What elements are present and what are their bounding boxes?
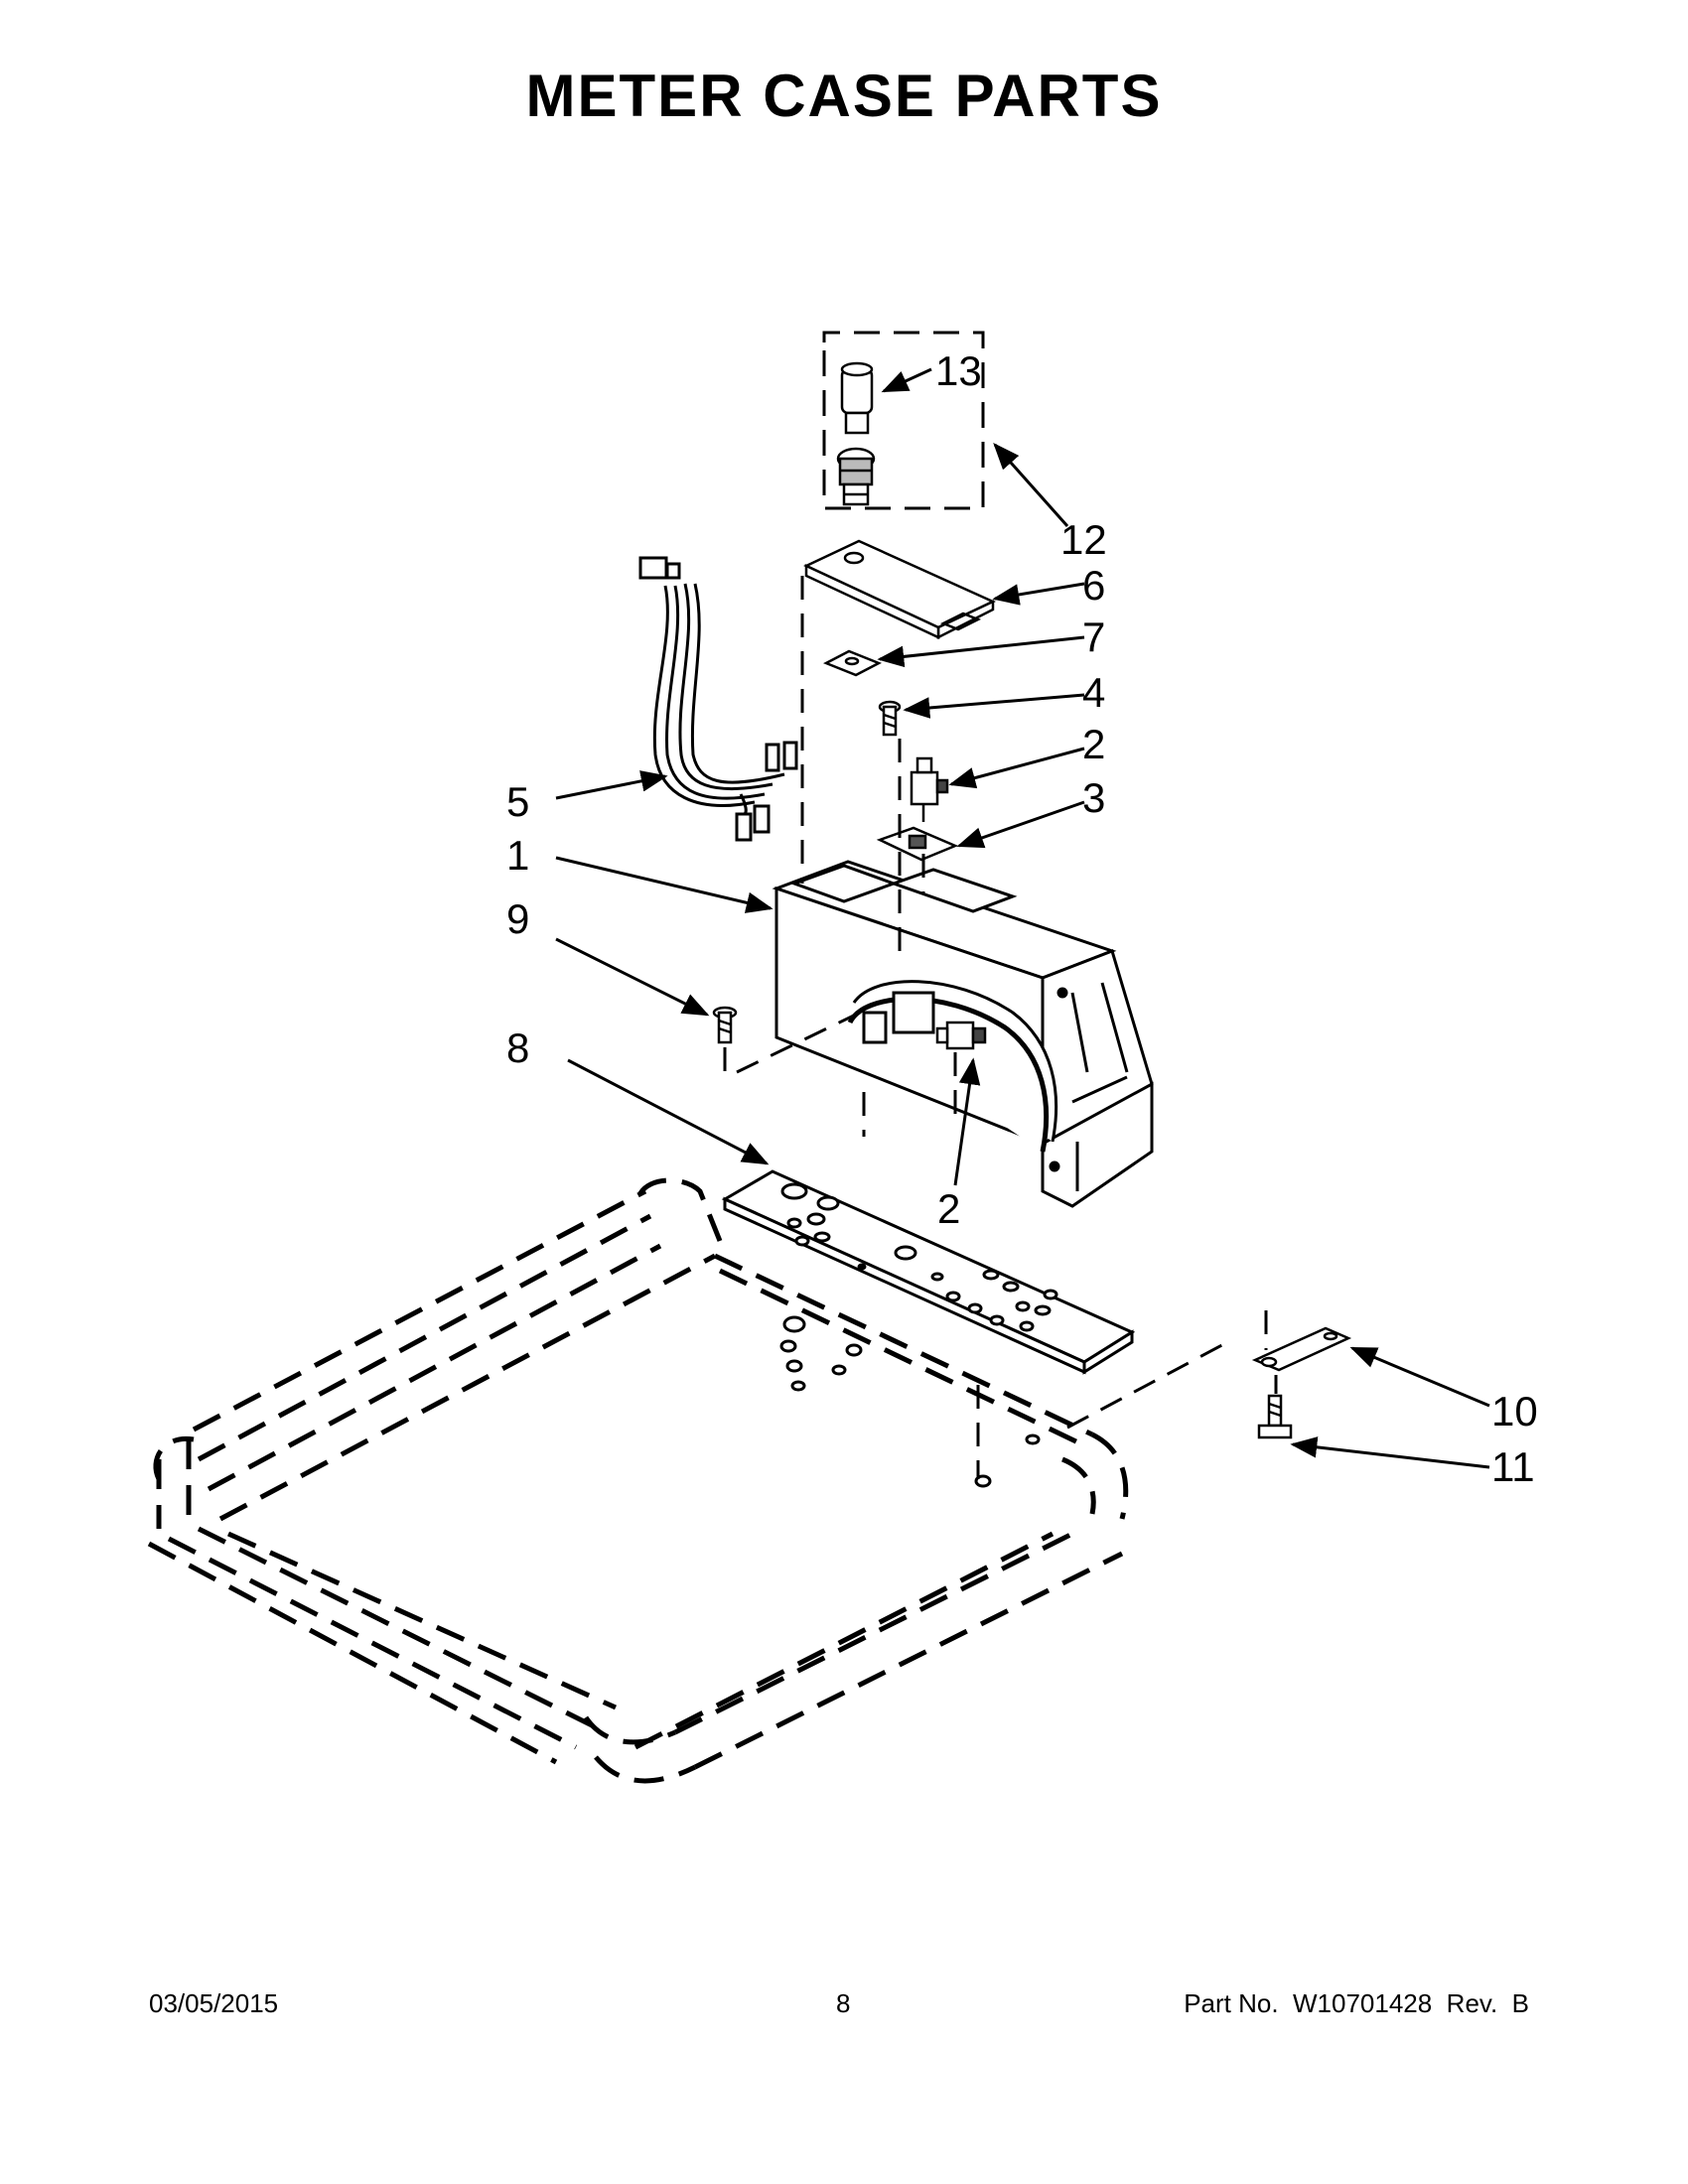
callout-12: 12 — [1060, 516, 1107, 563]
part-6-bracket — [803, 539, 996, 640]
footer-part-info: Part No. W10701428 Rev. B — [1184, 1988, 1529, 2018]
footer-date: 03/05/2015 — [149, 1988, 279, 2018]
callout-10: 10 — [1491, 1388, 1538, 1434]
callout-labels: 13 12 6 7 4 2 3 5 1 9 8 2 10 11 — [506, 347, 1538, 1490]
cabinet-top-frame — [147, 1177, 1129, 1784]
alignment-lines — [723, 576, 1278, 1479]
part-5-wire-harness — [638, 556, 798, 842]
callout-1: 1 — [506, 832, 529, 879]
part-8-console-plate — [721, 1169, 1136, 1375]
part-9-screw — [712, 1006, 738, 1044]
part-2-switch-upper — [910, 756, 949, 822]
cabinet-holes — [779, 1315, 1041, 1488]
part-3-pad — [876, 826, 959, 862]
callout-11: 11 — [1491, 1443, 1535, 1490]
callout-2-lower: 2 — [937, 1185, 960, 1232]
callout-8: 8 — [506, 1024, 529, 1071]
callout-9: 9 — [506, 895, 529, 942]
callout-6: 6 — [1082, 562, 1105, 609]
callout-13: 13 — [935, 347, 982, 394]
callout-7: 7 — [1082, 614, 1105, 660]
callout-2-upper: 2 — [1082, 721, 1105, 767]
callout-leaders — [555, 367, 1490, 1469]
part-10-bracket — [1251, 1326, 1352, 1372]
part-2-switch-lower — [935, 1021, 987, 1050]
footer-page-number: 8 — [836, 1988, 851, 2018]
callout-4: 4 — [1082, 669, 1105, 716]
part-13-knob — [840, 361, 874, 435]
callout-3: 3 — [1082, 774, 1105, 821]
part-12-valve — [836, 447, 876, 506]
part-4-screw — [878, 700, 902, 737]
page-title: METER CASE PARTS — [525, 63, 1163, 129]
part-12-assembly-bracket — [822, 331, 985, 510]
callout-5: 5 — [506, 778, 529, 825]
part-11-screw — [1257, 1394, 1293, 1439]
part-7-clip — [823, 649, 882, 677]
